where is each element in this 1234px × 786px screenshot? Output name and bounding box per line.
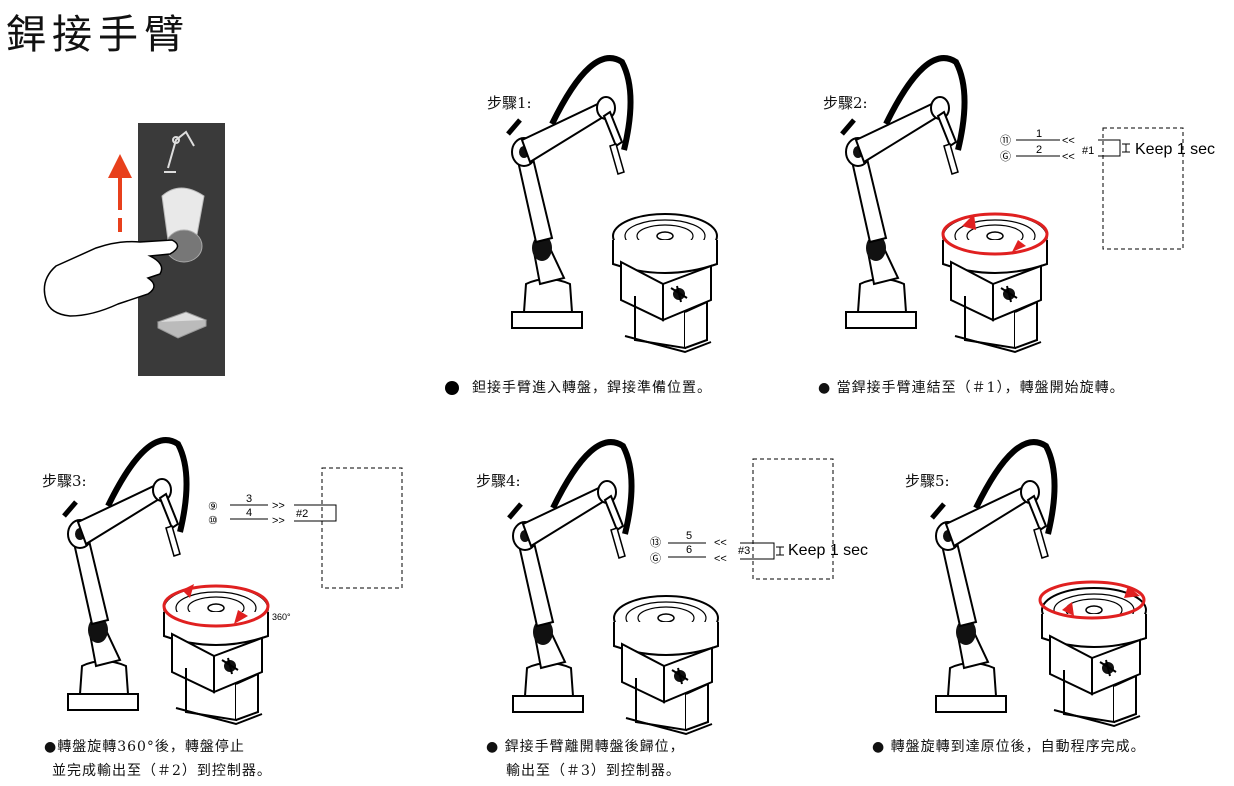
- bullet-icon: [445, 381, 459, 395]
- step1-illustration: [508, 58, 718, 353]
- step3-caption-line1: ●轉盤旋轉360°後，轉盤停止: [44, 739, 245, 755]
- step2-label: 步驟2:: [823, 94, 868, 112]
- pin-label: ⑪: [1000, 134, 1011, 147]
- connector-arrows: >>: [272, 500, 285, 512]
- hand-icon: [43, 239, 179, 317]
- step5-label: 步驟5:: [905, 472, 950, 490]
- step3-label: 步驟3:: [42, 472, 87, 490]
- step4-caption-line2: 輸出至（＃3）到控制器。: [506, 763, 681, 779]
- turntable: [942, 213, 1048, 353]
- rotation-arrow: [1038, 580, 1146, 620]
- connector-arrows: >>: [272, 515, 285, 527]
- controller-box: [321, 467, 403, 589]
- wire-number: 1: [1036, 128, 1042, 140]
- keep-label: Keep 1 sec: [788, 542, 868, 559]
- foot-pedal-icon: [156, 311, 208, 339]
- robot-mini-icon: [164, 130, 195, 173]
- connector-arrows: <<: [714, 553, 727, 565]
- pin-label: ⑨: [208, 501, 218, 513]
- step3-caption-line2: 並完成輸出至（＃2）到控制器。: [52, 763, 272, 779]
- turntable: [613, 595, 719, 735]
- step1-label: 步驟1:: [487, 94, 532, 112]
- pin-label: ⑬: [650, 536, 661, 549]
- step3-illustration: [64, 440, 403, 725]
- pin-label: Ⓖ: [1000, 150, 1011, 163]
- angle-label: 360°: [272, 612, 291, 622]
- step2-illustration: [842, 58, 1184, 353]
- step2-caption: ● 當銲接手臂連結至（＃1），轉盤開始旋轉。: [818, 380, 1125, 396]
- relay-label: #3: [738, 545, 750, 557]
- connector-arrows: <<: [1062, 135, 1075, 147]
- control-panel-illustration: [43, 123, 225, 376]
- controller-box: [752, 458, 834, 580]
- rotation-arrow: [941, 212, 1049, 256]
- wire-number: 6: [686, 544, 692, 556]
- rotation-arrow: [162, 584, 270, 628]
- relay-label: #2: [296, 508, 308, 520]
- step5-illustration: [932, 442, 1147, 727]
- step4-caption-line1: ● 銲接手臂離開轉盤後歸位，: [486, 739, 685, 755]
- pin-label: ⑩: [208, 515, 218, 527]
- robot-arm: [509, 442, 632, 712]
- pin-label: Ⓖ: [650, 552, 661, 565]
- wire-number: 4: [246, 507, 252, 519]
- keep-label: Keep 1 sec: [1135, 141, 1215, 158]
- wire-number: 2: [1036, 144, 1042, 156]
- connector-arrows: <<: [1062, 151, 1075, 163]
- step4-label: 步驟4:: [476, 472, 521, 490]
- robot-arm: [932, 442, 1055, 712]
- connector-arrows: <<: [714, 537, 727, 549]
- wire-number: 5: [686, 530, 692, 542]
- step1-caption: 鉭接手臂進入轉盤，銲接準備位置。: [472, 380, 712, 396]
- page-title: 銲接手臂: [6, 12, 190, 58]
- wire-number: 3: [246, 493, 252, 505]
- turntable: [1041, 587, 1147, 727]
- step5-caption: ● 轉盤旋轉到達原位後，自動程序完成。: [872, 739, 1146, 755]
- relay-label: #1: [1082, 145, 1094, 157]
- step4-illustration: [509, 442, 834, 735]
- turntable: [612, 213, 718, 353]
- turntable: [163, 585, 269, 725]
- up-arrow: [108, 154, 132, 232]
- controller-box: [1102, 127, 1184, 250]
